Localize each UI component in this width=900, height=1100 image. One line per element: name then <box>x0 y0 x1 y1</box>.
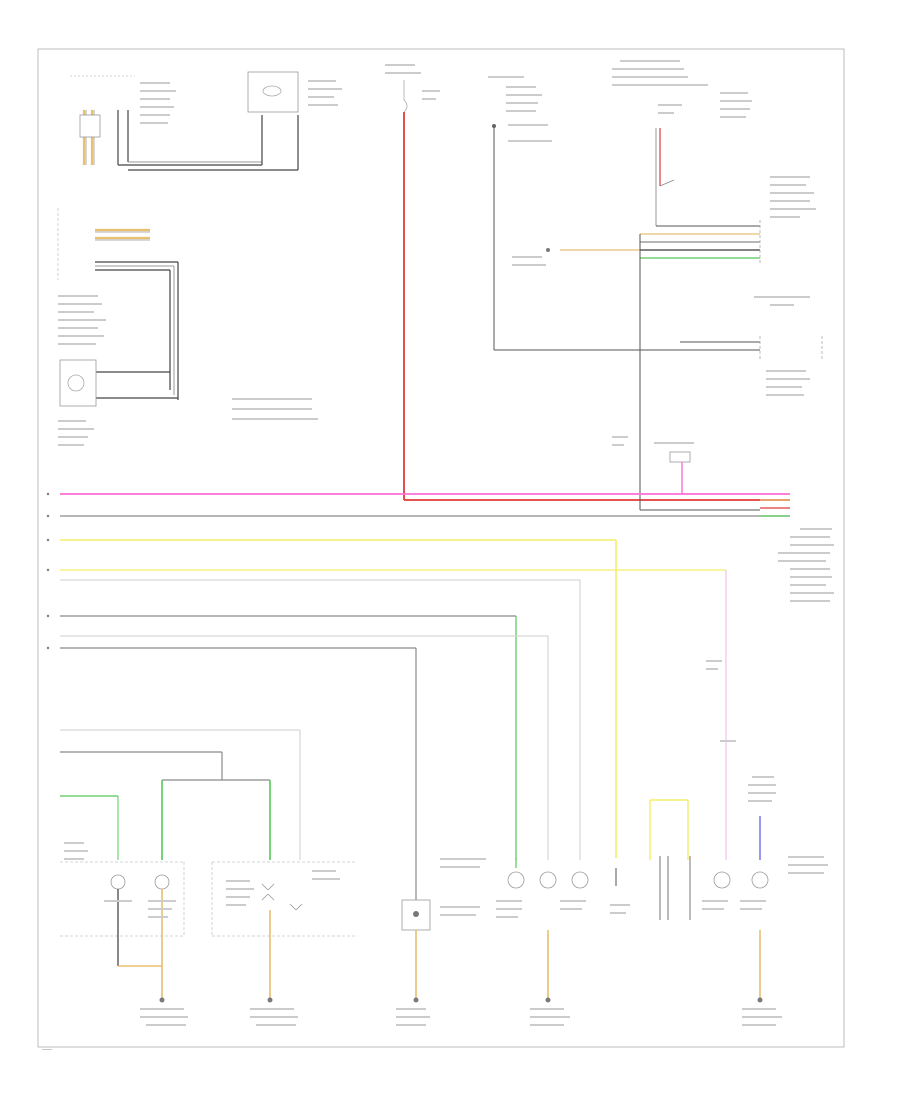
rear-right-brake-lamp-icon <box>713 871 731 889</box>
right-fog-bulb-icon <box>289 903 303 911</box>
diagram-frame <box>37 48 845 1048</box>
central-control-module-group <box>488 60 823 510</box>
ground-symbol-left <box>159 997 165 1003</box>
ground-symbol-license <box>413 997 419 1003</box>
right-headlight-bulb-icon <box>261 883 275 901</box>
lamp-control-icon <box>262 85 282 97</box>
license-lamp-bulb-icon <box>413 911 419 917</box>
bus-wire-group <box>46 492 834 900</box>
fuse-icon <box>403 99 408 113</box>
rear-left-turn-lamp-icon <box>571 871 589 889</box>
rear-left-lamp-icon <box>507 871 525 889</box>
license-lamp-group <box>396 899 480 1026</box>
diode-icon <box>669 451 691 463</box>
fuse-panel-group <box>385 64 790 501</box>
ground-symbol-center <box>267 997 273 1003</box>
lamp-control-module <box>247 71 299 113</box>
tail-lamp-group <box>440 660 828 1026</box>
left-fog-lamp-icon <box>110 874 126 890</box>
rear-right-turn-lamp-icon <box>751 871 769 889</box>
left-headlight-bulb-icon <box>67 374 85 392</box>
left-headlight-module-group <box>57 208 318 446</box>
headlight-switch-connector <box>79 114 101 138</box>
relay-switch-icon <box>659 179 675 187</box>
left-turn-lamp-icon <box>154 874 170 890</box>
ground-symbol-rear-right <box>757 997 763 1003</box>
footer-code: _____ <box>41 1045 53 1050</box>
ground-symbol-rear-left <box>545 997 551 1003</box>
lower-left-lamp-group <box>60 729 356 1026</box>
rear-left-brake-lamp-icon <box>539 871 557 889</box>
left-headlight-unit <box>59 359 97 407</box>
ground-symbol <box>546 248 550 252</box>
top-left-switch-group <box>70 71 342 171</box>
